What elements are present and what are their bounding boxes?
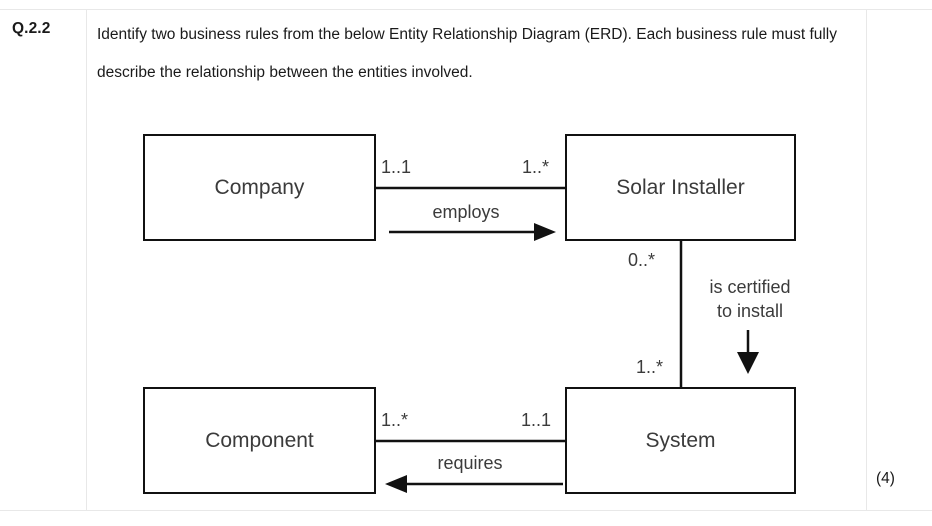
entity-system: System: [565, 387, 796, 494]
relationship-label-employs: employs: [432, 202, 500, 222]
employs-arrow-head: [534, 223, 556, 241]
relationship-label-is-certified-line2: to install: [716, 301, 784, 321]
multiplicity-solar-installer-certified: 0..*: [628, 250, 656, 270]
entity-solar-installer: Solar Installer: [565, 134, 796, 241]
multiplicity-system-requires: 1..1: [521, 410, 552, 430]
relationship-label-requires: requires: [437, 453, 503, 473]
relationship-label-is-certified-to-install: is certified to install: [690, 275, 810, 323]
is-certified-arrow-head: [737, 352, 759, 374]
marks-allocation: (4): [876, 470, 895, 487]
table-column-divider-left: [86, 9, 87, 511]
multiplicity-company-employs: 1..1: [381, 157, 412, 177]
multiplicity-system-certified: 1..*: [636, 357, 664, 377]
table-bottom-border: [0, 510, 932, 511]
entity-company-label: Company: [214, 175, 305, 199]
table-column-divider-right: [866, 9, 867, 511]
entity-company: Company: [143, 134, 376, 241]
entity-solar-installer-label: Solar Installer: [616, 175, 745, 199]
entity-component-label: Component: [205, 428, 314, 452]
requires-arrow-head: [385, 475, 407, 493]
entity-system-label: System: [645, 428, 716, 452]
table-top-border: [0, 9, 932, 10]
question-number: Q.2.2: [12, 20, 51, 37]
entity-component: Component: [143, 387, 376, 494]
relationship-label-is-certified-line1: is certified: [709, 277, 791, 297]
multiplicity-solar-installer-employs: 1..*: [522, 157, 550, 177]
multiplicity-component-requires: 1..*: [381, 410, 409, 430]
question-text: Identify two business rules from the bel…: [97, 26, 838, 81]
